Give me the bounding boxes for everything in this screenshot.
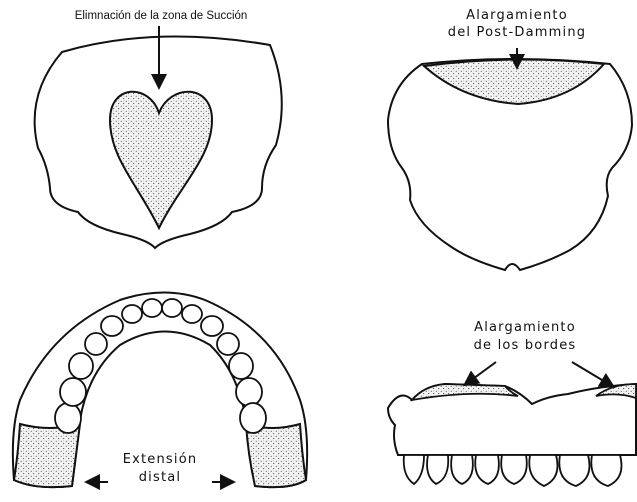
side-tooth [404,455,424,484]
side-tooth [501,455,527,484]
post-damming-label-line2: del Post-Damming [412,25,622,41]
border-lengthening-label-line1: Alargamiento [440,320,610,336]
lower-premolar [217,333,239,355]
lower-denture-border-panel [388,362,636,486]
side-tooth [451,455,473,484]
side-tooth [591,455,621,486]
side-tooth [475,455,499,484]
side-tooth [427,455,448,484]
lower-incisor [122,305,142,323]
lower-teeth-side-row [404,455,622,486]
lower-canine [101,316,123,336]
lower-premolar [85,333,107,355]
border-arrow-right [572,362,612,386]
upper-denture-postdam-panel [388,48,632,270]
upper-denture-suction-panel [35,26,282,248]
side-tooth [559,455,589,486]
border-lengthening-label-line2: de los bordes [440,338,610,354]
post-damming-label-line1: Alargamiento [412,8,622,24]
lower-molar [60,378,86,406]
lower-premolar [69,353,93,379]
distal-extension-label-line1: Extensión [110,452,210,468]
lower-molar [236,378,262,406]
lower-molar [55,403,81,433]
lower-incisor [182,305,202,323]
suction-relief-label: Elimnación de la zona de Succión [36,8,286,24]
lower-premolar [229,353,253,379]
side-tooth [529,455,557,486]
lower-incisor [162,299,182,317]
distal-extension-label-line2: distal [110,470,210,486]
lower-incisor [142,299,162,317]
lower-canine [201,316,223,336]
border-arrow-left [466,362,496,384]
lower-molar [240,403,266,433]
